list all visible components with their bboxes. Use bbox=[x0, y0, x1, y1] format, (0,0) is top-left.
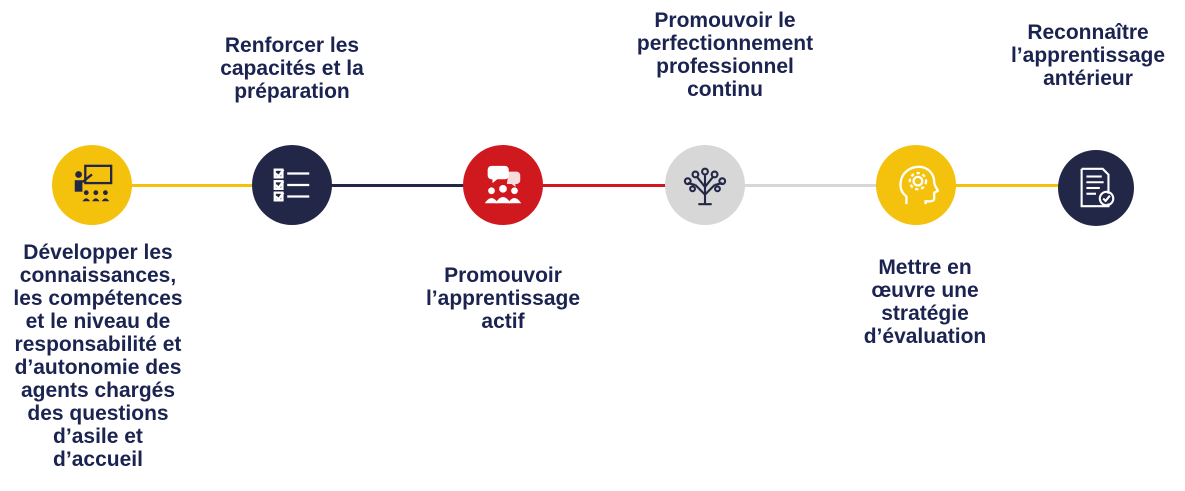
step-2-circle bbox=[252, 145, 332, 225]
growth-tree-icon bbox=[683, 167, 727, 206]
step-5-circle bbox=[876, 145, 956, 225]
step-3-circle bbox=[463, 145, 543, 225]
connector-1-2 bbox=[130, 184, 258, 187]
checklist-icon bbox=[273, 168, 310, 202]
connector-3-4 bbox=[540, 184, 672, 187]
step-1-label: Développer les connaissances, les compét… bbox=[13, 241, 183, 471]
connector-4-5 bbox=[742, 184, 882, 187]
step-4-circle bbox=[665, 145, 745, 225]
step-6-label: Reconnaître l’apprentissage antérieur bbox=[1010, 21, 1166, 90]
step-2-label: Renforcer les capacités et la préparatio… bbox=[220, 34, 364, 103]
certified-document-icon bbox=[1080, 167, 1115, 208]
step-5-label: Mettre en œuvre une stratégie d’évaluati… bbox=[863, 256, 987, 348]
step-1-circle bbox=[52, 145, 132, 225]
discussion-group-icon bbox=[484, 165, 522, 204]
step-4-label: Promouvoir le perfectionnement professio… bbox=[636, 9, 814, 101]
teacher-presentation-icon bbox=[74, 164, 113, 202]
step-3-label: Promouvoir l’apprentissage actif bbox=[425, 264, 581, 333]
step-6-circle bbox=[1058, 150, 1134, 226]
connector-2-3 bbox=[330, 184, 468, 187]
head-gear-icon bbox=[899, 165, 939, 205]
connector-5-6 bbox=[952, 184, 1064, 187]
